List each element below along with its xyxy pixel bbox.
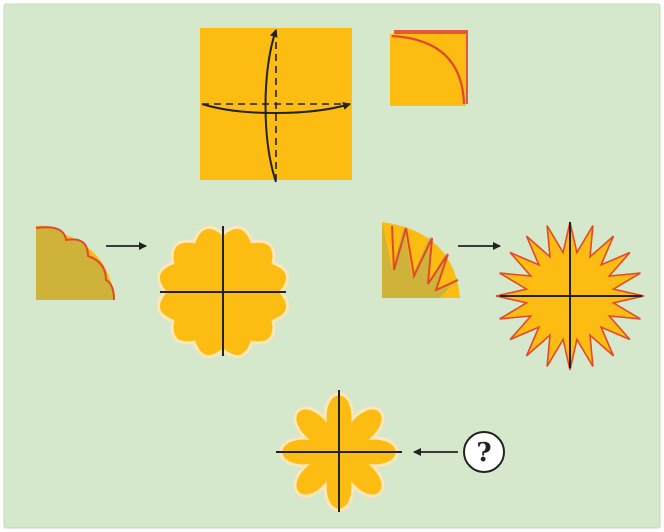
- folded-quarter: [390, 30, 468, 106]
- question-mark: ?: [476, 438, 491, 468]
- scalloped-flower: [158, 226, 287, 357]
- folding-square: [200, 28, 352, 182]
- question-circle-icon: ?: [464, 432, 504, 472]
